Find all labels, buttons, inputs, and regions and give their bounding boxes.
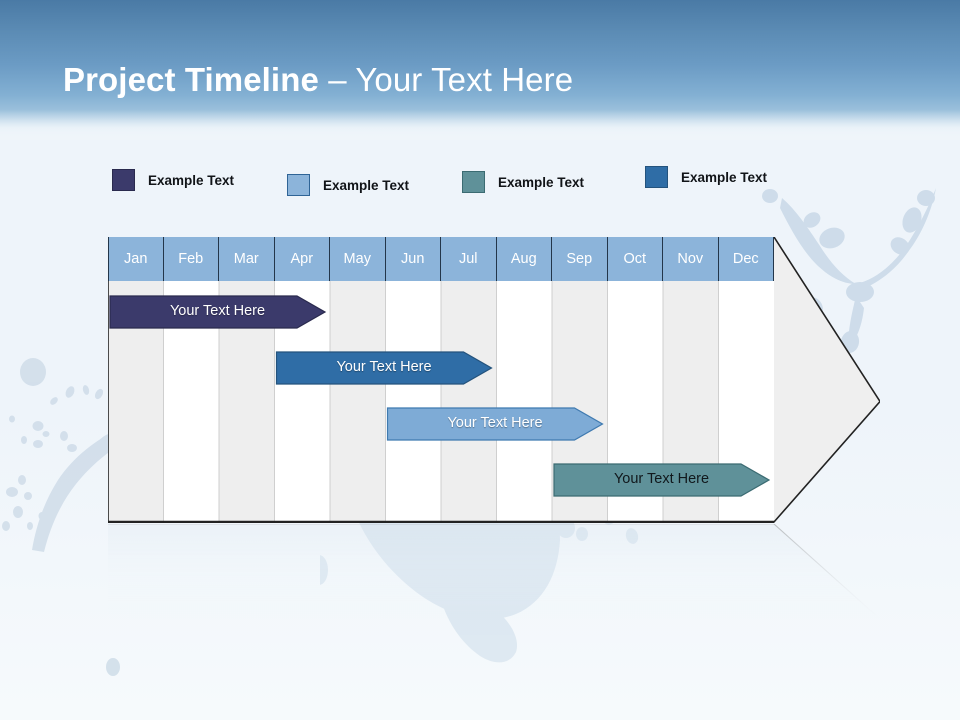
gantt-bars-layer xyxy=(109,295,771,497)
gantt-bar-3[interactable] xyxy=(386,407,604,441)
gantt-bar-label-4: Your Text Here xyxy=(613,471,710,487)
legend-item-1[interactable]: Example Text xyxy=(112,169,234,191)
chart-reflection xyxy=(108,523,898,634)
legend-item-3[interactable]: Example Text xyxy=(462,171,584,193)
page-title-strong: Project Timeline xyxy=(63,61,319,98)
page-title: Project Timeline – Your Text Here xyxy=(63,58,573,102)
legend-swatch-3 xyxy=(462,171,485,193)
legend-item-2[interactable]: Example Text xyxy=(287,174,409,196)
month-cell-feb[interactable]: Feb xyxy=(163,237,219,281)
legend-label-4: Example Text xyxy=(681,169,768,185)
gantt-bar-2[interactable] xyxy=(275,351,493,385)
legend-swatch-2 xyxy=(287,174,310,196)
gantt-chart-canvas xyxy=(108,237,880,523)
month-cell-nov[interactable]: Nov xyxy=(663,237,719,281)
legend-item-4[interactable]: Example Text xyxy=(645,166,767,188)
month-cell-may[interactable]: May xyxy=(330,237,386,281)
legend-swatch-1 xyxy=(112,169,135,191)
gantt-bar-label-1: Your Text Here xyxy=(169,303,266,319)
gantt-bar-4[interactable] xyxy=(553,463,771,497)
legend-swatch-4 xyxy=(645,166,668,188)
gantt-bar-1[interactable] xyxy=(109,295,327,329)
month-cell-jul[interactable]: Jul xyxy=(441,237,497,281)
month-cell-oct[interactable]: Oct xyxy=(607,237,663,281)
legend: Example Text Example Text Example Text E… xyxy=(0,166,960,196)
gantt-bar-label-3: Your Text Here xyxy=(447,415,543,431)
month-cell-mar[interactable]: Mar xyxy=(219,237,275,281)
legend-label-3: Example Text xyxy=(498,174,585,190)
gantt-bar-label-2: Your Text Here xyxy=(336,359,432,375)
month-cell-sep[interactable]: Sep xyxy=(552,237,608,281)
month-cell-apr[interactable]: Apr xyxy=(274,237,330,281)
legend-label-1: Example Text xyxy=(148,172,235,188)
month-cell-jan[interactable]: Jan xyxy=(108,237,164,281)
page-title-light: – Your Text Here xyxy=(318,61,574,98)
legend-label-2: Example Text xyxy=(323,177,410,193)
month-cell-aug[interactable]: Aug xyxy=(496,237,552,281)
water-splash-center-icon xyxy=(320,500,660,680)
month-cell-dec[interactable]: Dec xyxy=(718,237,774,281)
header-band xyxy=(0,0,960,140)
water-droplet-icon xyxy=(100,650,130,690)
month-cell-jun[interactable]: Jun xyxy=(385,237,441,281)
